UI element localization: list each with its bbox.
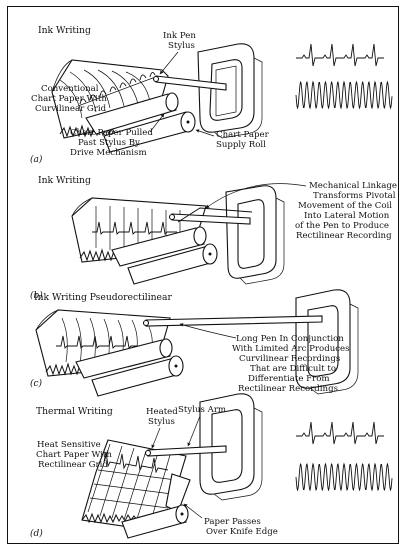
label-heat-sensitive: Heat Sensitive xyxy=(37,440,101,450)
panel-d-sine-trace xyxy=(295,462,393,492)
label-movement-of-coil: Movement of the Coil xyxy=(298,201,392,211)
panel-d-coil xyxy=(199,393,263,501)
label-chart-paper-supply: Chart Paper xyxy=(216,130,270,140)
label-stylus-arm: Stylus Arm xyxy=(178,405,226,415)
panel-c-coil xyxy=(295,289,359,395)
panel-a-sine-trace xyxy=(295,80,393,110)
label-heated: Heated xyxy=(146,407,178,417)
label-curvilinear-recordings: Curvilinear Recordings xyxy=(239,354,340,364)
panel-a-title: Ink Writing xyxy=(38,25,91,36)
label-stylus: Stylus xyxy=(168,41,195,51)
panel-c-title: Ink Writing Pseudorectilinear xyxy=(34,292,172,303)
panel-b-coil xyxy=(225,185,285,285)
panel-b-drive-roller xyxy=(111,226,207,267)
label-past-stylus: Past Stylus By xyxy=(78,138,140,148)
label-paper-pulled: Chart Paper Pulled xyxy=(70,128,153,138)
panel-c-drive-roller xyxy=(75,338,173,379)
label-paper-passes: Paper Passes xyxy=(204,517,261,527)
label-drive-mechanism: Drive Mechanism xyxy=(70,148,147,158)
label-difficult: That are Difficult to xyxy=(250,364,336,374)
label-differentiate: Differentiate From xyxy=(248,374,330,384)
label-rectilinear-recording: Rectilinear Recording xyxy=(296,231,392,241)
panel-c-long-pen xyxy=(142,315,323,327)
label-long-pen: Long Pen In Conjunction xyxy=(236,334,344,344)
panel-b: Ink Writing xyxy=(30,175,397,301)
panel-d-stylus-arm xyxy=(144,445,227,457)
label-of-pen: of the Pen to Produce xyxy=(295,221,389,231)
panel-b-letter: (b) xyxy=(30,290,43,301)
panel-a-coil xyxy=(197,43,263,139)
panel-d-ecg-trace xyxy=(296,421,384,445)
label-curvilinear-grid: Curvilinear Grid xyxy=(35,104,107,114)
panel-a-pen-arm xyxy=(152,75,227,91)
label-chart-paper-with: Chart Paper With xyxy=(31,94,107,104)
label-rectilinear-grid: Rectilinear Grid xyxy=(38,460,108,470)
label-knife-edge: Over Knife Edge xyxy=(206,527,278,537)
label-limited-arc: With Limited Arc Produces xyxy=(232,344,350,354)
panel-d-title: Thermal Writing xyxy=(36,406,113,417)
label-conventional: Conventional xyxy=(41,84,99,94)
label-supply-roll: Supply Roll xyxy=(216,140,266,150)
panel-b-title: Ink Writing xyxy=(38,175,91,186)
panel-b-supply-roll xyxy=(127,243,218,285)
panel-a: Ink Writing xyxy=(30,25,393,165)
panel-d-letter: (d) xyxy=(30,528,43,539)
label-rectilinear-recordings: Rectilinear Recordings xyxy=(238,384,338,394)
panel-c-letter: (c) xyxy=(30,378,43,389)
panel-c: Ink Writing Pseudorectilinear xyxy=(30,289,359,397)
label-transforms-pivotal: Transforms Pivotal xyxy=(313,191,396,201)
panel-c-supply-roll xyxy=(91,355,184,397)
label-chart-paper-with-d: Chart Paper With xyxy=(36,450,112,460)
label-heated-stylus: Stylus xyxy=(148,417,175,427)
label-mechanical-linkage: Mechanical Linkage xyxy=(309,181,397,191)
panel-d: Thermal Writing xyxy=(30,393,393,539)
panel-b-linkage xyxy=(168,207,253,225)
panel-a-letter: (a) xyxy=(30,154,43,165)
label-into-lateral: Into Lateral Motion xyxy=(304,211,390,221)
panel-d-supply-roll xyxy=(121,504,189,539)
panel-a-ecg-trace xyxy=(296,43,384,67)
panel-a-drive-roller xyxy=(85,92,179,135)
panel-a-supply-roll xyxy=(103,111,196,153)
label-ink-pen: Ink Pen xyxy=(163,31,196,41)
panel-a-chart-paper xyxy=(51,59,169,139)
